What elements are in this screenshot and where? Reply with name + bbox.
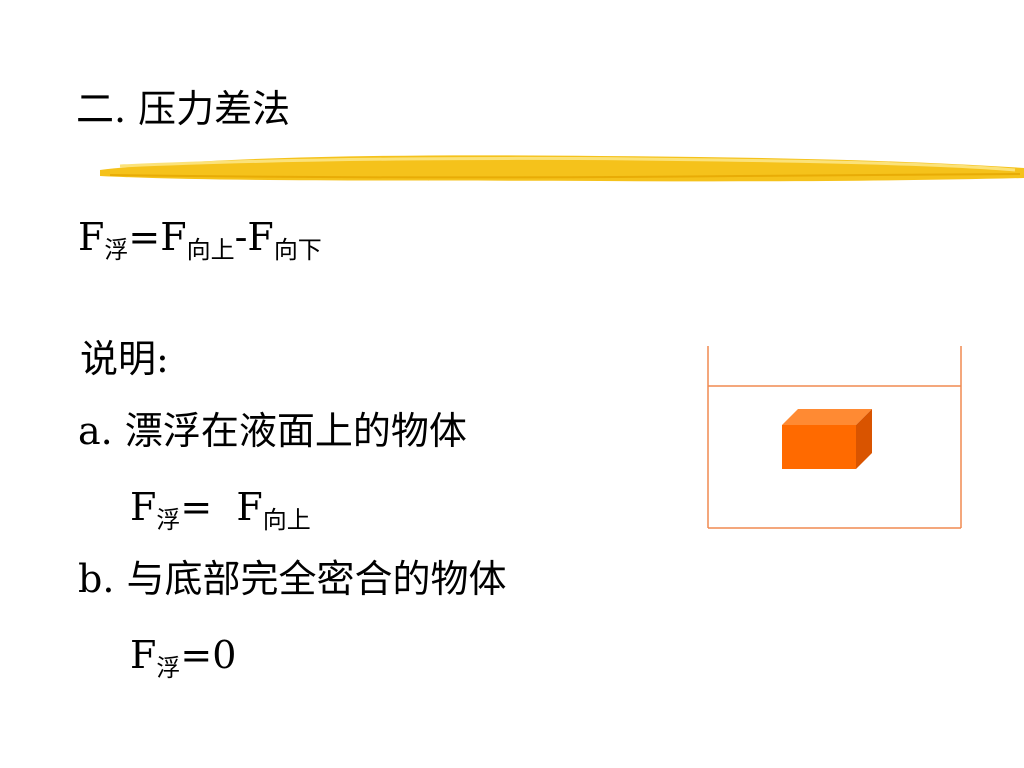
pressure-difference-formula: F浮=F向上-F向下 [78,214,322,262]
formula-subscript-buoyancy: 浮 [104,236,129,264]
item-a-formula-subscript-upward: 向上 [262,506,311,534]
item-a-formula-symbol: F [130,485,157,529]
floating-block-diagram [707,346,962,529]
item-a-formula: F浮= F向上 [130,484,311,532]
block-side-face [856,409,872,469]
item-b-prefix: b. [78,557,115,601]
formula-minus-term: -F [234,215,274,259]
block-front-face [782,425,856,469]
item-a-text: 漂浮在液面上的物体 [124,409,467,453]
item-b-text: 与底部完全密合的物体 [126,557,507,601]
item-b-formula-symbol: F [130,633,157,677]
slide-title: 二. 压力差法 [76,87,291,131]
item-b-formula: F浮=0 [130,632,237,680]
explanation-label: 说明: [80,337,169,381]
item-a-formula-subscript-buoyancy: 浮 [156,506,181,534]
formula-equals-term: =F [128,215,187,259]
item-a-prefix: a. [78,409,113,453]
title-underline-brush-stroke [100,155,1024,182]
item-b-formula-subscript-buoyancy: 浮 [156,654,181,682]
explanation-item-a: a. 漂浮在液面上的物体 [78,408,467,454]
formula-subscript-upward: 向上 [186,236,235,264]
formula-symbol: F [78,215,105,259]
item-a-formula-equals-term: = F [180,485,263,529]
item-b-formula-equals-term: =0 [180,633,237,677]
formula-subscript-downward: 向下 [273,236,322,264]
block-top-face [782,409,872,425]
explanation-item-b: b. 与底部完全密合的物体 [78,556,507,602]
